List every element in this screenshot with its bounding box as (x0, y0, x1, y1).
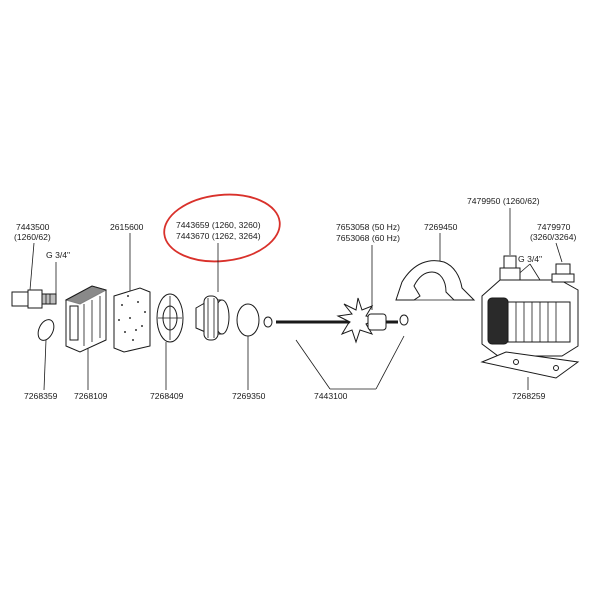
highlight-circle (163, 193, 281, 263)
label-7269450: 7269450 (424, 222, 458, 232)
label-7268359: 7268359 (24, 391, 58, 401)
impeller (336, 297, 387, 344)
label-7443500: 7443500 (16, 222, 50, 232)
label-7443500-sub: (1260/62) (14, 232, 51, 242)
filter-housing (64, 285, 108, 353)
inlet-nozzle (11, 289, 57, 309)
filter-sponge (113, 287, 151, 353)
cap (37, 319, 55, 341)
outlet-nozzle-right (551, 263, 575, 283)
base-plate (480, 351, 580, 379)
outlet-nozzle-left (499, 255, 521, 281)
label-7653058: 7653058 (50 Hz) (336, 222, 400, 232)
label-7479970: 7479970 (537, 222, 571, 232)
impeller-chamber (195, 295, 230, 341)
mounting-bracket (395, 260, 476, 301)
label-g34-left: G 3/4" (46, 250, 70, 260)
label-7443100: 7443100 (314, 391, 348, 401)
label-7653068: 7653068 (60 Hz) (336, 233, 400, 243)
label-7479950: 7479950 (1260/62) (467, 196, 540, 206)
label-7268109: 7268109 (74, 391, 108, 401)
label-7443670: 7443670 (1262, 3264) (176, 231, 261, 241)
label-7269350: 7269350 (232, 391, 266, 401)
label-7479970-sub: (3260/3264) (530, 232, 576, 242)
motor-housing (481, 279, 579, 357)
bearing-right (399, 314, 409, 326)
label-7268259: 7268259 (512, 391, 546, 401)
o-ring (236, 303, 260, 337)
bearing-left (263, 316, 273, 328)
pump-cover (156, 293, 184, 343)
label-7268409: 7268409 (150, 391, 184, 401)
label-2615600: 2615600 (110, 222, 144, 232)
label-7443659: 7443659 (1260, 3260) (176, 220, 261, 230)
label-g34-right: G 3/4" (518, 254, 542, 264)
